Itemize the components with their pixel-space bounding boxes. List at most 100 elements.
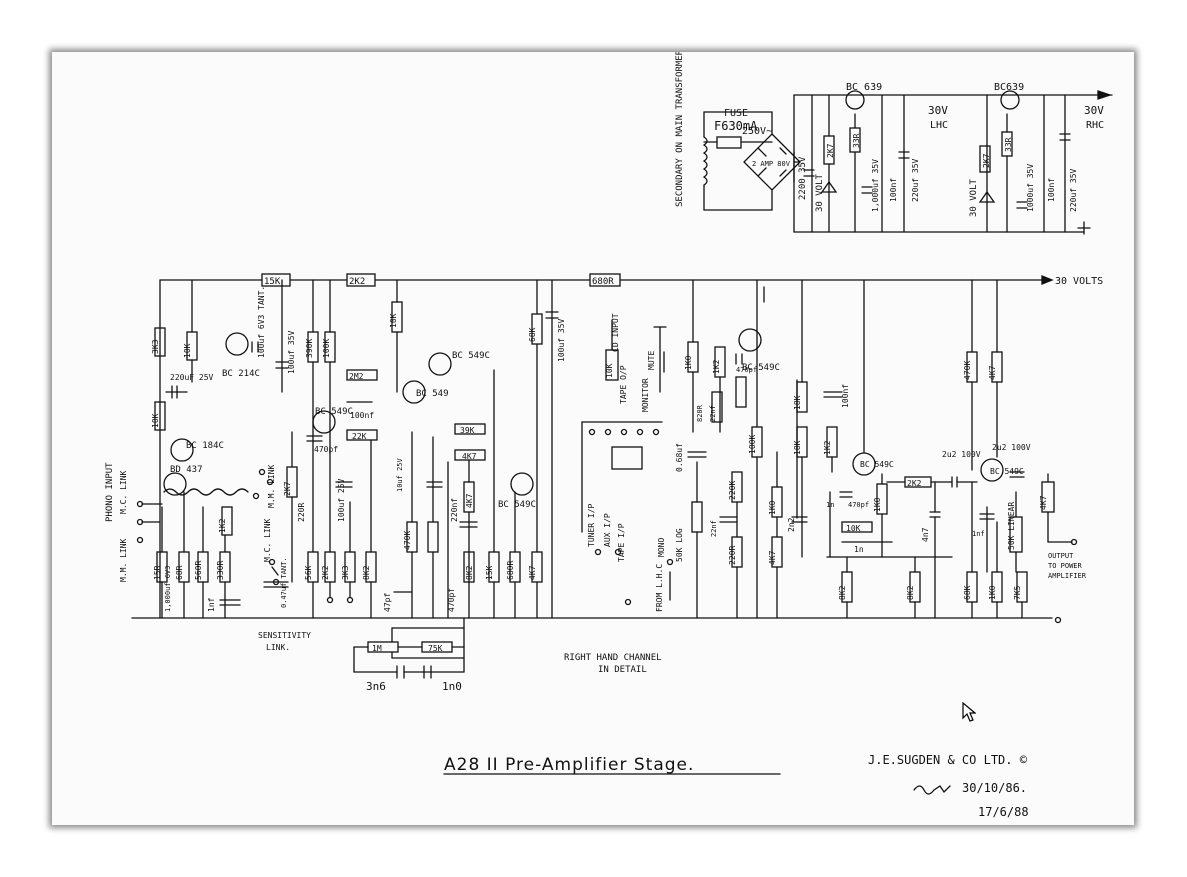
c-470pf-d: 470pf	[848, 501, 869, 509]
c-1000uf: 1,000uf 6V3	[164, 566, 172, 612]
zener-left-label: 30 VOLT	[815, 173, 825, 212]
c-100uf-25v: 100uf 25V	[337, 478, 346, 522]
c-220nf: 220nf	[450, 498, 459, 522]
sensitivity-label-1: SENSITIVITY	[258, 631, 311, 640]
phono-stage: 3K3 10K 10K 220uF 25V BC 214C BC 184C BD…	[105, 279, 311, 652]
r-8k2-c: 8K2	[906, 585, 915, 600]
rail-right-voltage: 30V	[1084, 104, 1104, 117]
bridge-label: 2 AMP 80V	[752, 160, 791, 168]
r-2k7: 2K7	[283, 481, 292, 496]
mute-label: MUTE	[647, 351, 656, 370]
c-100uf-6v3: 100uf 6V3 TANT.	[257, 286, 266, 358]
monitor-label: MONITOR	[641, 378, 650, 412]
mm-link-left: M.M. LINK	[119, 538, 128, 582]
output-label-1: OUTPUT	[1048, 552, 1074, 560]
tuner-label: TUNER I/P	[587, 503, 596, 547]
psu-220uf-left: 220uf 35V	[911, 158, 920, 202]
c-22nf-b: 22nf	[710, 520, 718, 537]
power-supply-section: SECONDARY ON MAIN TRANSFORMER FUSE F630m…	[675, 52, 1113, 235]
c-470pf-c: 470pf	[736, 366, 757, 374]
c-10uf: 10uf 25V	[396, 457, 404, 492]
q-bc549c-b: BC 549C	[452, 351, 490, 361]
r-10k-cd: 10K	[605, 363, 614, 378]
rail-left-voltage: 30V	[928, 104, 948, 117]
c-100nf-b: 100nf	[841, 384, 850, 408]
from-lhc-label: FROM L.H.C	[655, 564, 664, 612]
output-label-3: AMPLIFIER	[1048, 572, 1087, 580]
r-220k: 220K	[728, 481, 737, 500]
c-1n-b: 1n	[854, 545, 864, 554]
r-2k2: 2K2	[321, 565, 330, 580]
tape-op-label: TAPE O/P	[619, 365, 628, 404]
psu-33r-left: 33R	[852, 133, 861, 148]
r-22k: 22K	[352, 432, 367, 441]
r-470k: 470K	[403, 531, 412, 550]
r-68k: 68K	[528, 327, 537, 342]
r-3k3-b: 3K3	[341, 565, 350, 580]
r-10k-d: 10K	[846, 524, 861, 533]
r-100k: 100K	[322, 339, 331, 358]
mc-link-right: M.C. LINK	[263, 518, 272, 562]
r-75k: 75K	[428, 644, 443, 653]
q-bc549c-f: BC 549C	[990, 467, 1024, 476]
r-220r-b: 220R	[728, 546, 737, 565]
c-3n6: 3n6	[366, 680, 386, 693]
phono-input-label: PHONO INPUT	[105, 462, 115, 522]
mc-link-left: M.C. LINK	[119, 470, 128, 514]
c-2n2: 2n2	[787, 517, 796, 532]
date-2: 17/6/88	[978, 805, 1029, 819]
r-15r: 15R	[153, 565, 162, 580]
c-068uf: 0.68uf	[675, 443, 684, 472]
r-15k: 15K	[485, 565, 494, 580]
company-label: J.E.SUGDEN & CO LTD. ©	[868, 753, 1028, 767]
mm-link-right: M.M. LINK	[267, 464, 276, 508]
signature-mark	[913, 785, 951, 795]
fuse-voltage: 250V~	[742, 126, 772, 137]
r-1k2-b: 1K2	[712, 359, 721, 374]
r-1k2: 1K2	[218, 518, 227, 533]
c-4n7: 4n7	[921, 527, 930, 542]
aux-label: AUX I/P	[603, 513, 612, 547]
r-100k-b: 100K	[748, 435, 757, 454]
r-18k-b: 18K	[793, 440, 802, 455]
r-4k7-a: 4K7	[462, 452, 477, 461]
psu-2k7-left: 2K7	[826, 143, 835, 158]
r-1k2-c: 1K2	[823, 440, 832, 455]
c-047uf: 0.47uf TANT.	[280, 557, 288, 608]
r-1k0-c: 1K0	[873, 497, 882, 512]
q-bc549: BC 549	[416, 389, 449, 399]
sensitivity-label-2: LINK.	[266, 643, 290, 652]
output-stage: 18K 18K 1K2 100nf BC 549C 1n 470pf 1K0 1…	[793, 279, 1087, 624]
c-2u2: 2u2 100V	[942, 450, 981, 459]
mouse-pointer-icon	[962, 702, 976, 722]
c-2u2-b: 2u2 100V	[992, 443, 1031, 452]
rail-right-channel: RHC	[1086, 120, 1104, 131]
r-820r: 820R	[696, 404, 704, 422]
r-10k-b: 10K	[151, 413, 160, 428]
fuse-label: FUSE	[724, 108, 748, 119]
selector-section: 10K CD INPUT TAPE O/P MONITOR MUTE TUNER…	[581, 279, 808, 619]
r-3k3: 3K3	[151, 339, 160, 354]
psu-220uf-right: 220uf 35V	[1069, 168, 1078, 212]
psu-100nf-right: 100nf	[1047, 178, 1056, 202]
r-1k0: 1K0	[684, 355, 693, 370]
r-18k: 18K	[793, 395, 802, 410]
rail-left-channel: LHC	[930, 120, 948, 131]
c-22nf: 22nf	[709, 405, 717, 422]
r-560r: 560R	[194, 561, 203, 580]
q-bc549c-a: BC 549C	[315, 407, 353, 417]
r-4k7-b: 4K7	[465, 493, 474, 508]
r-1m: 1M	[372, 644, 382, 653]
c-1nf-b: 1nf	[972, 530, 985, 538]
cd-input-label: CD INPUT	[611, 313, 620, 352]
q-bc184c: BC 184C	[186, 441, 224, 451]
r-56k: 56K	[304, 565, 313, 580]
r-390k: 390K	[305, 339, 314, 358]
r-8k2: 8K2	[362, 565, 371, 580]
psu-transistor-left: BC 639	[846, 82, 882, 93]
zener-right-label: 30 VOLT	[969, 178, 979, 217]
q-bd437: BD 437	[170, 465, 203, 475]
c-100nf: 100nf	[350, 411, 374, 420]
r-39k: 39K	[460, 426, 475, 435]
c-1nf: 1nf	[207, 597, 216, 612]
